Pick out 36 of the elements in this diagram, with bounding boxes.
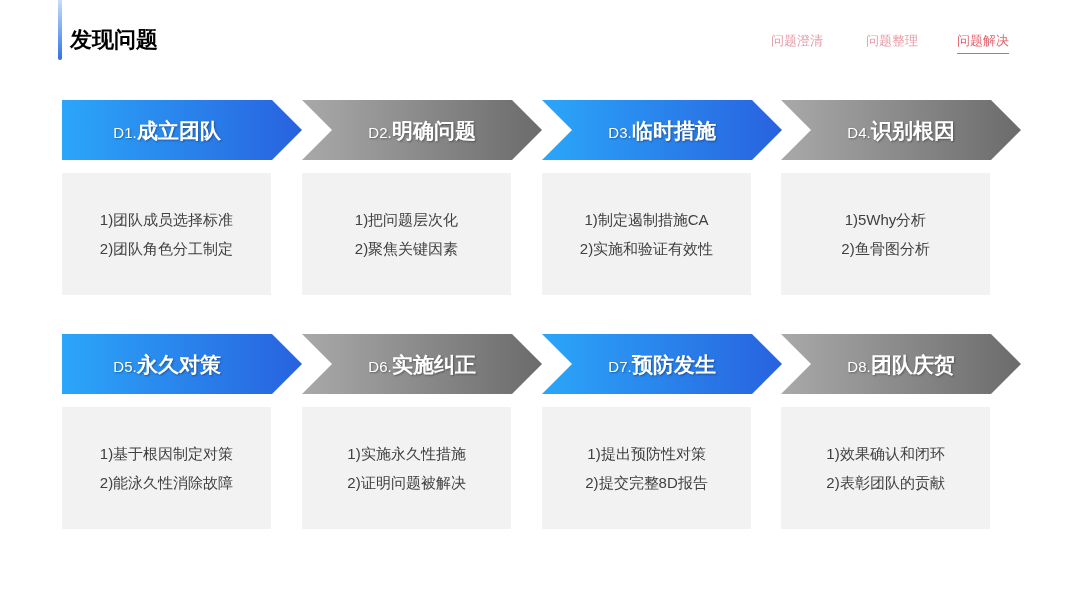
chevron-step <box>781 334 1021 394</box>
step-title: D3.临时措施 <box>608 119 716 141</box>
detail-text: 1)基于根因制定对策 <box>99 444 234 463</box>
detail-text: 1)团队成员选择标准 <box>99 210 234 229</box>
chevron-step <box>542 334 782 394</box>
detail-text: 2)证明问题被解决 <box>347 473 466 492</box>
detail-text: 1)实施永久性措施 <box>347 444 466 463</box>
detail-text: 1)制定遏制措施CA <box>584 210 709 229</box>
step-title: D2.明确问题 <box>368 119 476 141</box>
chevron-step <box>62 334 302 394</box>
detail-text: 1)把问题层次化 <box>354 210 459 229</box>
step-title: D1.成立团队 <box>113 119 221 141</box>
detail-text: 2)聚焦关键因素 <box>354 239 459 258</box>
step-title: D4.识别根因 <box>847 119 955 141</box>
detail-text: 2)鱼骨图分析 <box>841 239 930 258</box>
detail-text: 2)团队角色分工制定 <box>99 239 234 258</box>
detail-text: 2)实施和验证有效性 <box>579 239 714 258</box>
step-title: D8.团队庆贺 <box>847 353 955 375</box>
chevron-step <box>62 100 302 160</box>
detail-text: 1)提出预防性对策 <box>587 444 706 463</box>
step-title: D6.实施纠正 <box>368 353 476 375</box>
step-title: D7.预防发生 <box>608 353 716 375</box>
nav-tab-label: 问题整理 <box>866 32 918 49</box>
detail-text: 1)5Why分析 <box>844 210 927 229</box>
chevron-step <box>542 100 782 160</box>
detail-text: 2)能泳久性消除故障 <box>99 473 234 492</box>
page-title: 发现问题 <box>70 27 158 53</box>
chevron-step <box>781 100 1021 160</box>
step-title: D5.永久对策 <box>113 353 221 375</box>
detail-text: 2)提交完整8D报告 <box>585 473 708 492</box>
nav-tab-label: 问题解决 <box>957 32 1009 49</box>
nav-tab-label: 问题澄清 <box>771 32 823 49</box>
chevron-step <box>302 334 542 394</box>
detail-text: 2)表彰团队的贡献 <box>826 473 945 492</box>
detail-text: 1)效果确认和闭环 <box>826 444 945 463</box>
chevron-step <box>302 100 542 160</box>
